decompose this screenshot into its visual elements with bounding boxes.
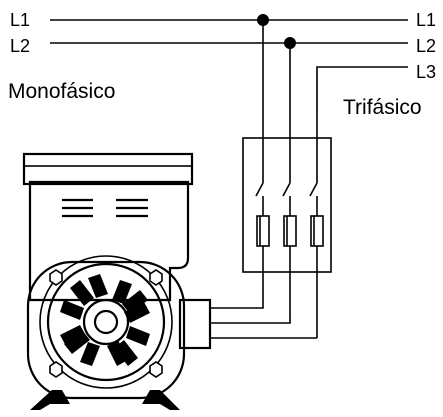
motor-foot-left (30, 390, 70, 410)
motor-foot-right (142, 390, 180, 410)
switch-blade-1 (255, 182, 264, 197)
switch-blade-3 (309, 182, 318, 197)
electric-motor (22, 152, 212, 410)
motor-top-cap (22, 152, 194, 186)
motor-terminal-box (178, 298, 212, 350)
fuse-2 (283, 215, 297, 247)
motor-feed-wires (210, 288, 317, 339)
left-l2-label: L2 (10, 36, 30, 56)
disconnect-switch-box (242, 112, 332, 338)
right-l1-label: L1 (416, 10, 436, 30)
supply-line-l3 (316, 66, 408, 112)
right-l2-label: L2 (416, 36, 436, 56)
motor-shaft (93, 309, 119, 335)
fuse-3 (310, 215, 324, 247)
left-l1-label: L1 (10, 10, 30, 30)
fan-spokes (60, 274, 150, 366)
switch-box-frame (242, 137, 332, 273)
right-l3-label: L3 (416, 62, 436, 82)
monofasico-label: Monofásico (8, 80, 115, 103)
feed-wire-1 (210, 288, 264, 309)
motor-end-plate (26, 260, 186, 400)
trifasico-label: Trifásico (343, 96, 422, 119)
fuse-1 (256, 215, 270, 247)
fan-guard (46, 262, 166, 382)
motor-body (28, 180, 190, 302)
end-plate-bolts (49, 269, 163, 378)
supply-lines (50, 14, 408, 112)
vent-slots (62, 198, 148, 218)
feed-wire-2 (210, 313, 291, 324)
motor-shaft-hub (82, 298, 130, 346)
switch-blade-2 (282, 182, 291, 197)
